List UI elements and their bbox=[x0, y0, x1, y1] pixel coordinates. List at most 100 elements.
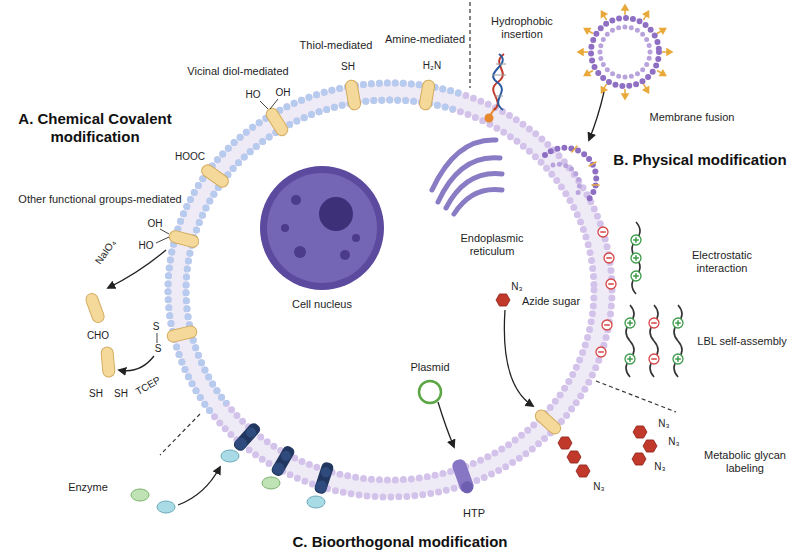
liposome bbox=[583, 70, 590, 78]
liposome bbox=[583, 26, 590, 34]
dna-anchor bbox=[492, 75, 506, 76]
liposome bbox=[622, 5, 628, 15]
cell-nucleus bbox=[260, 166, 384, 290]
dna-anchor bbox=[485, 54, 507, 123]
membrane-protein bbox=[418, 79, 435, 111]
method-label: Other functional groups-mediated bbox=[18, 193, 181, 206]
azide-sugar bbox=[496, 294, 657, 477]
method-label: Azide sugar bbox=[522, 295, 580, 308]
lbl-layers bbox=[674, 305, 682, 377]
chemical-group: SH bbox=[114, 388, 128, 400]
section-divider bbox=[596, 381, 676, 412]
azide-sugar bbox=[533, 408, 563, 437]
membrane-protein bbox=[101, 347, 116, 378]
lbl-layers bbox=[625, 318, 635, 328]
membrane-protein bbox=[199, 162, 230, 189]
dna-anchor bbox=[493, 54, 504, 110]
chemical-bond bbox=[260, 101, 268, 109]
method-label: Enzyme bbox=[68, 481, 108, 494]
chemical-group: NaIO₄ bbox=[93, 237, 119, 266]
liposome bbox=[599, 10, 607, 17]
liposome bbox=[622, 89, 628, 99]
membrane-protein bbox=[344, 79, 361, 111]
section-title: B. Physical modification bbox=[613, 151, 786, 169]
method-label: Amine-mediated bbox=[385, 33, 465, 46]
membrane-protein bbox=[264, 106, 290, 138]
method-label: Electrostatic interaction bbox=[681, 249, 763, 275]
liposome bbox=[622, 94, 628, 99]
enzyme-protein bbox=[221, 450, 239, 462]
azide-sugar bbox=[496, 294, 510, 306]
chemical-group: H₂N bbox=[423, 60, 441, 72]
chemical-group: SH bbox=[341, 61, 355, 73]
section-divider bbox=[160, 414, 200, 455]
section-title: A. Chemical Covalent modification bbox=[10, 110, 180, 146]
lbl-layers bbox=[673, 318, 683, 328]
fusing-membrane bbox=[572, 146, 577, 152]
electrostatic-coating bbox=[606, 279, 616, 289]
chemical-group: CHO bbox=[87, 330, 109, 342]
method-label: Endoplasmic reticulum bbox=[447, 232, 537, 258]
enzyme-protein bbox=[262, 477, 280, 489]
azide-sugar bbox=[504, 310, 533, 406]
section-divider bbox=[160, 2, 676, 455]
liposome bbox=[641, 10, 651, 22]
cell-nucleus bbox=[267, 173, 377, 283]
fusing-membrane bbox=[572, 146, 599, 185]
lbl-layers bbox=[602, 320, 612, 330]
method-label: Vicinal diol-mediated bbox=[187, 65, 288, 78]
cell-nucleus bbox=[281, 224, 289, 232]
chemical-bond bbox=[160, 229, 169, 234]
cell-membrane bbox=[168, 83, 612, 497]
htp-protein bbox=[451, 458, 476, 496]
method-label: HTP bbox=[463, 507, 485, 520]
azide-sugar bbox=[632, 453, 646, 465]
plasmid bbox=[438, 402, 454, 447]
method-label: Hydrophobic insertion bbox=[481, 15, 563, 41]
electrostatic-coating bbox=[631, 235, 641, 245]
lbl-layers bbox=[650, 305, 658, 377]
fusing-membrane bbox=[589, 162, 596, 166]
liposome bbox=[599, 10, 609, 22]
section-divider bbox=[469, 2, 470, 88]
chemical-bond bbox=[156, 237, 169, 243]
enzyme-protein bbox=[232, 421, 262, 453]
enzyme-protein bbox=[313, 461, 334, 495]
lbl-layers bbox=[626, 305, 634, 377]
fusing-membrane bbox=[553, 164, 579, 195]
cell-nucleus bbox=[294, 246, 306, 258]
chemical-group: OH bbox=[276, 87, 291, 99]
cell-membrane bbox=[186, 100, 594, 480]
liposome bbox=[578, 5, 672, 99]
membrane-protein bbox=[84, 292, 106, 324]
liposome bbox=[622, 5, 628, 10]
lbl-layers bbox=[596, 305, 683, 377]
section-title: C. Bioorthogonal modification bbox=[293, 533, 508, 551]
cell-membrane bbox=[186, 100, 594, 480]
electrostatic-coating bbox=[631, 271, 641, 281]
chemical-group: N₃ bbox=[511, 281, 522, 293]
liposome bbox=[660, 26, 667, 34]
liposome bbox=[660, 70, 667, 78]
liposome bbox=[578, 49, 588, 55]
chemical-group: HO bbox=[246, 89, 261, 101]
chemical-bond bbox=[156, 99, 278, 343]
cell-nucleus bbox=[260, 166, 384, 290]
azide-sugar bbox=[643, 440, 657, 452]
chemical-group: OH bbox=[148, 218, 163, 230]
chemical-group: N₃ bbox=[668, 436, 679, 448]
chemical-bond bbox=[157, 333, 158, 343]
cell-nucleus bbox=[291, 195, 301, 205]
method-label: Plasmid bbox=[410, 361, 449, 374]
liposome bbox=[643, 87, 651, 94]
fusing-membrane bbox=[545, 148, 596, 203]
reaction-arrow bbox=[108, 250, 166, 288]
liposome bbox=[656, 68, 668, 78]
chemical-bond bbox=[270, 99, 278, 109]
chemical-group: N₃ bbox=[593, 481, 604, 493]
azide-sugar bbox=[567, 451, 581, 463]
dna-anchor bbox=[495, 96, 503, 97]
electrostatic-coating bbox=[598, 222, 641, 294]
